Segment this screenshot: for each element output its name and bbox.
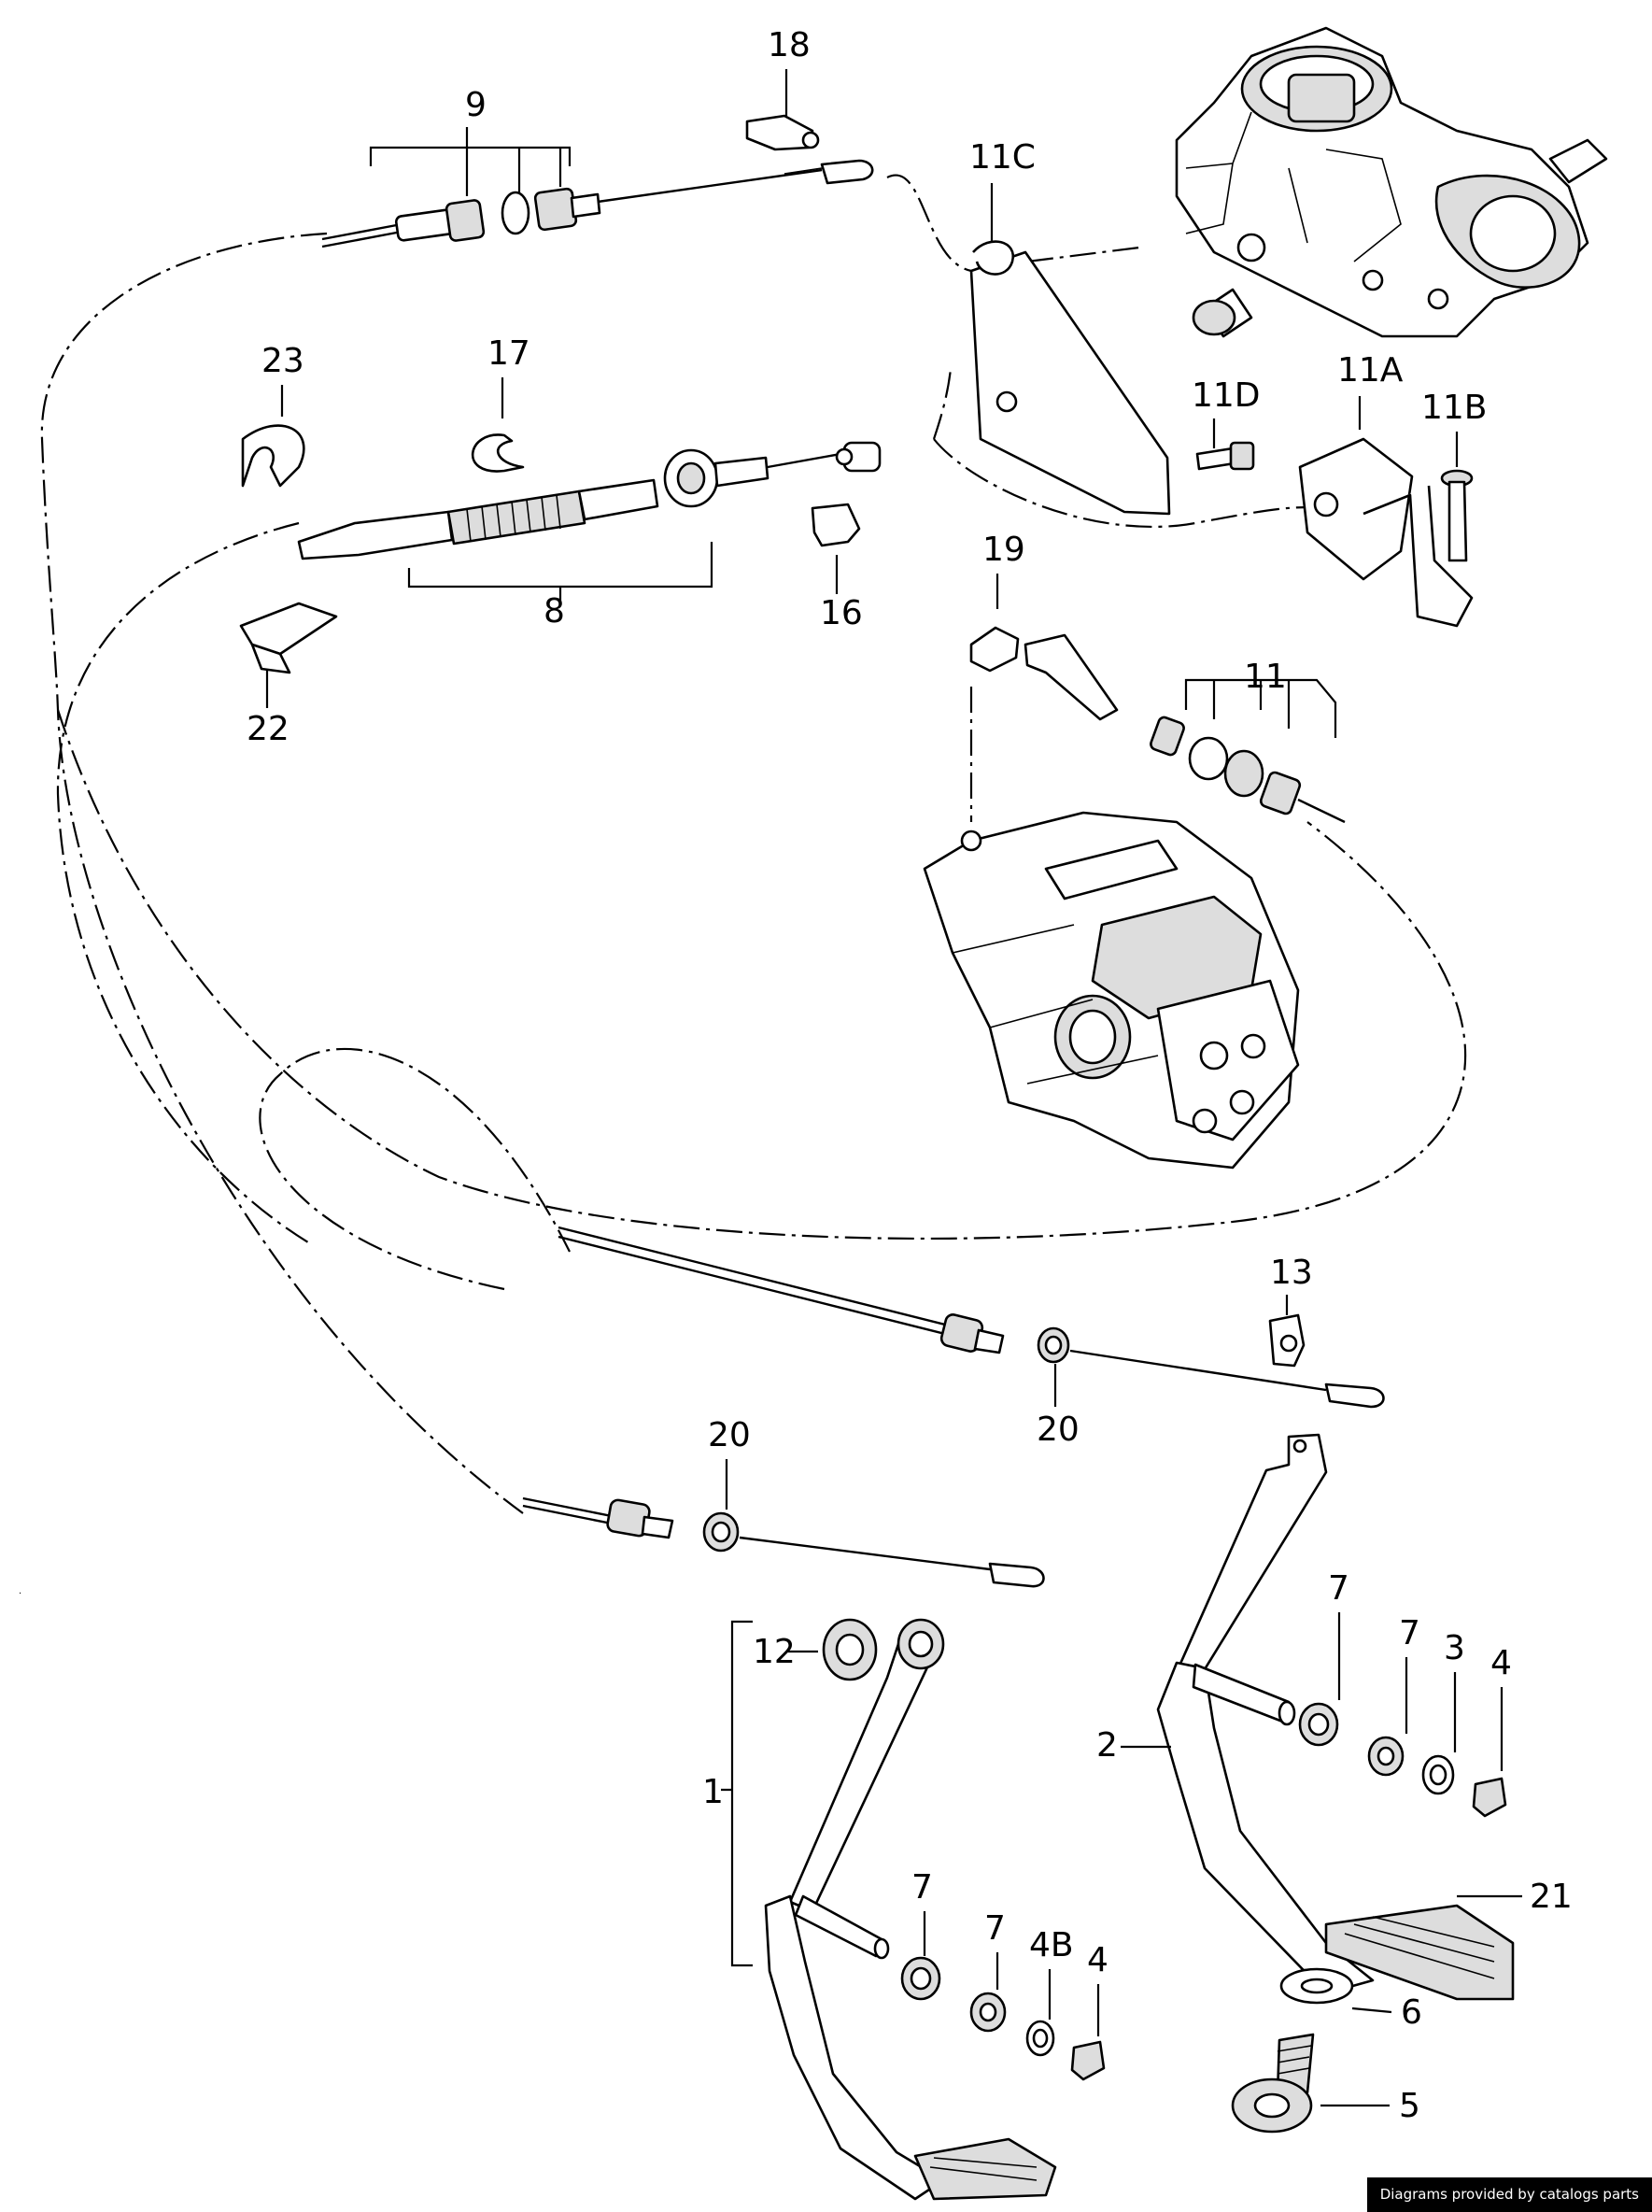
callout-22: 22 xyxy=(247,710,289,748)
callout-11B: 11B xyxy=(1421,389,1488,427)
stray-mark: . xyxy=(19,1586,21,1596)
callout-11D: 11D xyxy=(1192,376,1261,415)
callout-17: 17 xyxy=(487,334,530,373)
credit-footer: Diagrams provided by catalogs parts xyxy=(1366,2177,1652,2212)
callout-9: 9 xyxy=(465,86,487,124)
callout-21: 21 xyxy=(1530,1878,1573,1916)
callout-11C: 11C xyxy=(969,138,1036,177)
pedal-2-hardware: 7 7 3 4 xyxy=(1298,1569,1512,1818)
callout-11A: 11A xyxy=(1337,351,1404,390)
middle-cable-assembly: 20 xyxy=(558,1226,1385,1449)
pedal-1: 1 xyxy=(702,1618,1057,2201)
callout-7-c: 7 xyxy=(1328,1569,1349,1608)
bushing-12: 12 xyxy=(753,1618,878,1681)
injection-pump xyxy=(923,811,1300,1170)
clip-18: 18 xyxy=(745,26,820,151)
callout-7-b: 7 xyxy=(984,1909,1006,1948)
clip-17: 17 xyxy=(471,334,530,473)
carburetor xyxy=(1175,26,1608,338)
bracket-11A: 11A xyxy=(1298,351,1474,628)
callout-2: 2 xyxy=(1096,1726,1118,1765)
label-9: 9 xyxy=(369,86,572,196)
cable-11-assembly: 19 11 xyxy=(969,531,1346,824)
callout-4-a: 4 xyxy=(1490,1644,1512,1682)
callout-16: 16 xyxy=(820,594,863,632)
cable-routing-lines xyxy=(40,174,1467,1514)
bolt-11D: 11D xyxy=(1192,376,1261,471)
callout-4-b: 4 xyxy=(1087,1941,1108,1979)
clip-16: 16 xyxy=(811,503,863,632)
clip-13: 13 xyxy=(1268,1254,1313,1368)
callout-19: 19 xyxy=(982,531,1025,569)
callout-13: 13 xyxy=(1270,1254,1313,1292)
bracket-22: 22 xyxy=(239,602,338,748)
callout-20-upper: 20 xyxy=(1037,1411,1080,1449)
clip-23: 23 xyxy=(241,342,305,488)
stop-parts: 6 5 xyxy=(1231,1967,1422,2134)
bolt-11B: 11B xyxy=(1421,389,1488,562)
callout-18: 18 xyxy=(768,26,811,64)
cable-9-assembly xyxy=(321,159,874,248)
callout-20-lower: 20 xyxy=(708,1416,751,1454)
callout-5: 5 xyxy=(1399,2087,1420,2125)
callout-23: 23 xyxy=(261,342,304,380)
pedal-1-hardware: 7 7 4B 4 xyxy=(900,1868,1108,2081)
lower-cable-assembly: 20 xyxy=(522,1416,1045,1588)
callout-6: 6 xyxy=(1401,1993,1422,2032)
callout-8: 8 xyxy=(544,592,565,631)
callout-7-a: 7 xyxy=(911,1868,933,1907)
bracket-11C: 11C xyxy=(969,138,1171,516)
callout-1: 1 xyxy=(702,1773,724,1811)
pedal-2: 2 21 xyxy=(1096,1433,1573,2001)
callout-3: 3 xyxy=(1444,1629,1465,1667)
callout-4B: 4B xyxy=(1029,1926,1074,1964)
callout-7-d: 7 xyxy=(1399,1614,1420,1652)
callout-11: 11 xyxy=(1244,658,1287,696)
cable-8-assembly: 8 xyxy=(297,441,882,631)
